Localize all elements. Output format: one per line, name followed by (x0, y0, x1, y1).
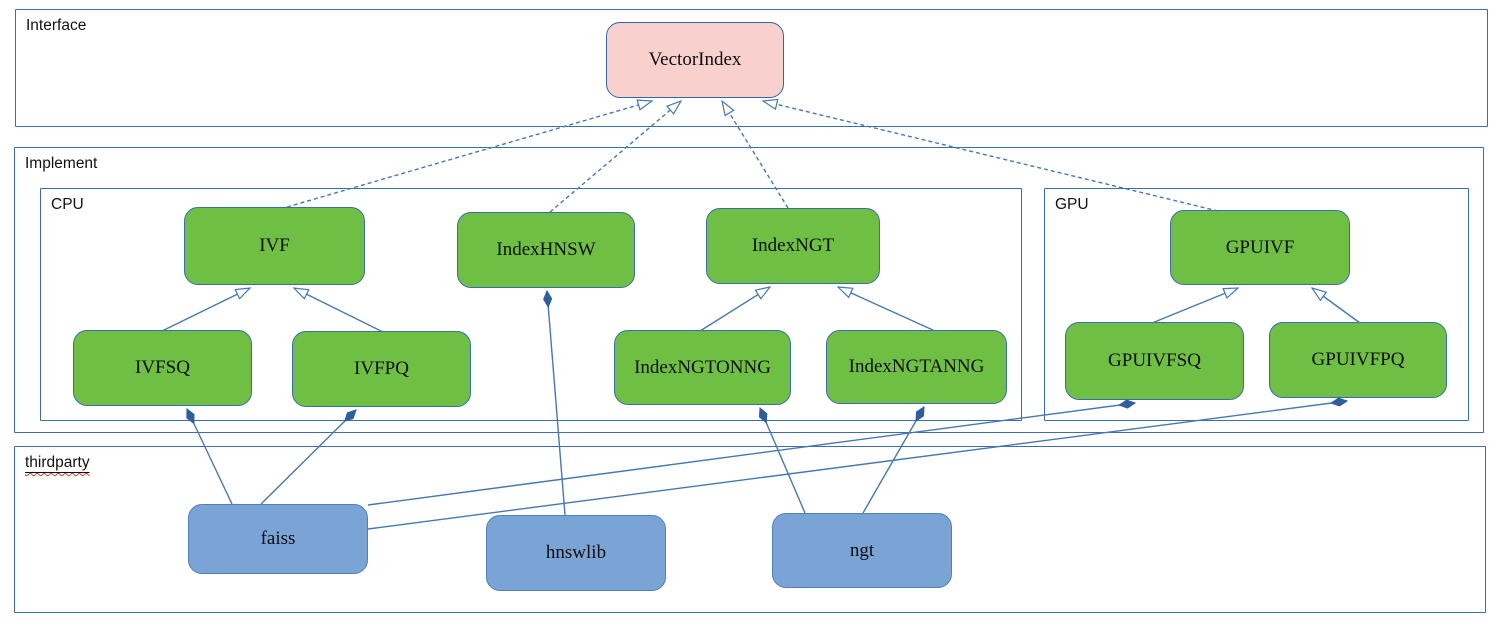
node-hnswlib-label: hnswlib (545, 542, 607, 563)
node-gpuivfpq[interactable]: GPUIVFPQ (1269, 322, 1447, 398)
node-indexngt-label: IndexNGT (751, 235, 835, 256)
node-hnswlib[interactable]: hnswlib (486, 515, 666, 591)
container-thirdparty-label-text: thirdparty (25, 454, 90, 471)
node-vectorindex-label: VectorIndex (648, 49, 742, 70)
node-ivfsq[interactable]: IVFSQ (73, 330, 252, 406)
node-indexhnsw-label: IndexHNSW (496, 239, 596, 260)
container-implement-label: Implement (25, 155, 98, 172)
node-gpuivfsq[interactable]: GPUIVFSQ (1065, 322, 1244, 400)
node-ivfsq-label: IVFSQ (135, 357, 190, 378)
node-ngt[interactable]: ngt (772, 513, 952, 588)
node-indexngtonng[interactable]: IndexNGTONNG (614, 330, 791, 405)
node-faiss-label: faiss (260, 528, 296, 549)
node-vectorindex[interactable]: VectorIndex (606, 22, 784, 98)
node-indexngtonng-label: IndexNGTONNG (634, 356, 771, 378)
node-indexngt[interactable]: IndexNGT (706, 208, 880, 284)
node-ivfpq[interactable]: IVFPQ (292, 331, 471, 407)
node-ivf-label: IVF (259, 235, 290, 256)
node-gpuivf[interactable]: GPUIVF (1170, 210, 1350, 285)
container-gpu-label: GPU (1055, 196, 1089, 213)
node-ivfpq-label: IVFPQ (354, 358, 409, 379)
container-cpu-label: CPU (51, 196, 84, 213)
node-faiss[interactable]: faiss (188, 504, 368, 574)
node-ngt-label: ngt (849, 539, 875, 561)
node-indexngtanng[interactable]: IndexNGTANNG (826, 330, 1007, 404)
node-gpuivfpq-label: GPUIVFPQ (1311, 349, 1405, 370)
node-ivf[interactable]: IVF (184, 207, 365, 285)
node-indexngtanng-label: IndexNGTANNG (848, 356, 985, 377)
node-gpuivf-label: GPUIVF (1225, 236, 1295, 258)
node-indexhnsw[interactable]: IndexHNSW (457, 212, 635, 288)
container-interface-label: Interface (26, 17, 87, 34)
container-thirdparty-label: thirdparty (25, 454, 90, 472)
node-gpuivfsq-label: GPUIVFSQ (1108, 350, 1201, 371)
